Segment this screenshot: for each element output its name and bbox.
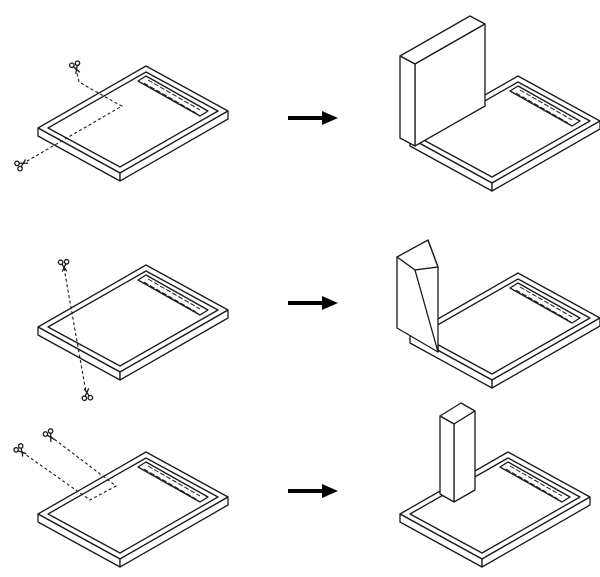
cut-line: [21, 435, 118, 501]
row-2: [37, 239, 600, 402]
folded-tray: [399, 402, 591, 568]
cut-line: [21, 67, 124, 165]
scissors-icon: [80, 387, 94, 402]
flat-tray: [37, 65, 229, 182]
arrow-right-icon: [286, 294, 340, 312]
row-1: [13, 15, 600, 192]
cut-line: [63, 267, 87, 393]
arrow-right-icon: [286, 482, 340, 500]
folded-tray: [399, 15, 600, 192]
folded-tray: [396, 239, 600, 389]
scissors-icon: [12, 442, 29, 459]
scissors-icon: [13, 156, 30, 173]
row-3: [12, 402, 591, 568]
scissors-icon: [41, 427, 58, 444]
flat-tray: [37, 451, 229, 568]
scissors-icon: [68, 59, 84, 76]
arrow-right-icon: [286, 109, 340, 127]
flat-tray: [37, 264, 229, 381]
